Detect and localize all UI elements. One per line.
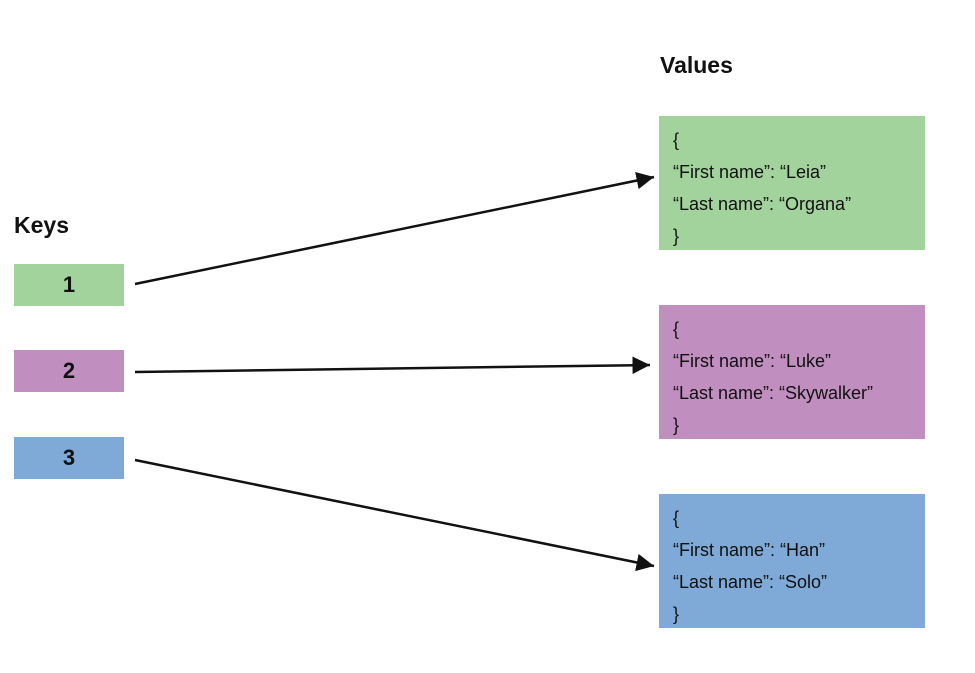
value-last-name: “Last name”: “Organa” xyxy=(673,194,852,214)
value-first-name: “First name”: “Han” xyxy=(673,540,826,560)
key-label: 1 xyxy=(62,272,76,297)
value-open-brace: { xyxy=(673,130,680,150)
arrow-key-2-to-value-2 xyxy=(134,356,651,374)
key-label: 3 xyxy=(62,445,76,470)
key-box-1: 1 xyxy=(14,264,124,306)
value-close-brace: } xyxy=(673,604,680,624)
value-last-name: “Last name”: “Skywalker” xyxy=(673,383,874,403)
value-first-name: “First name”: “Luke” xyxy=(673,351,832,371)
key-box-2: 2 xyxy=(14,350,124,392)
value-last-name: “Last name”: “Solo” xyxy=(673,572,828,592)
key-label: 2 xyxy=(62,358,76,383)
value-box-1: { “First name”: “Leia” “Last name”: “Org… xyxy=(659,116,925,250)
value-close-brace: } xyxy=(673,226,680,246)
value-box-2: { “First name”: “Luke” “Last name”: “Sky… xyxy=(659,305,925,439)
arrow-key-3-to-value-3 xyxy=(134,458,655,572)
keys-heading: Keys xyxy=(14,212,69,238)
arrow-key-1-to-value-1 xyxy=(134,171,655,286)
values-heading: Values xyxy=(660,52,733,78)
key-box-3: 3 xyxy=(14,437,124,479)
value-first-name: “First name”: “Leia” xyxy=(673,162,827,182)
value-open-brace: { xyxy=(673,508,680,528)
value-close-brace: } xyxy=(673,415,680,435)
value-open-brace: { xyxy=(673,319,680,339)
value-box-3: { “First name”: “Han” “Last name”: “Solo… xyxy=(659,494,925,628)
